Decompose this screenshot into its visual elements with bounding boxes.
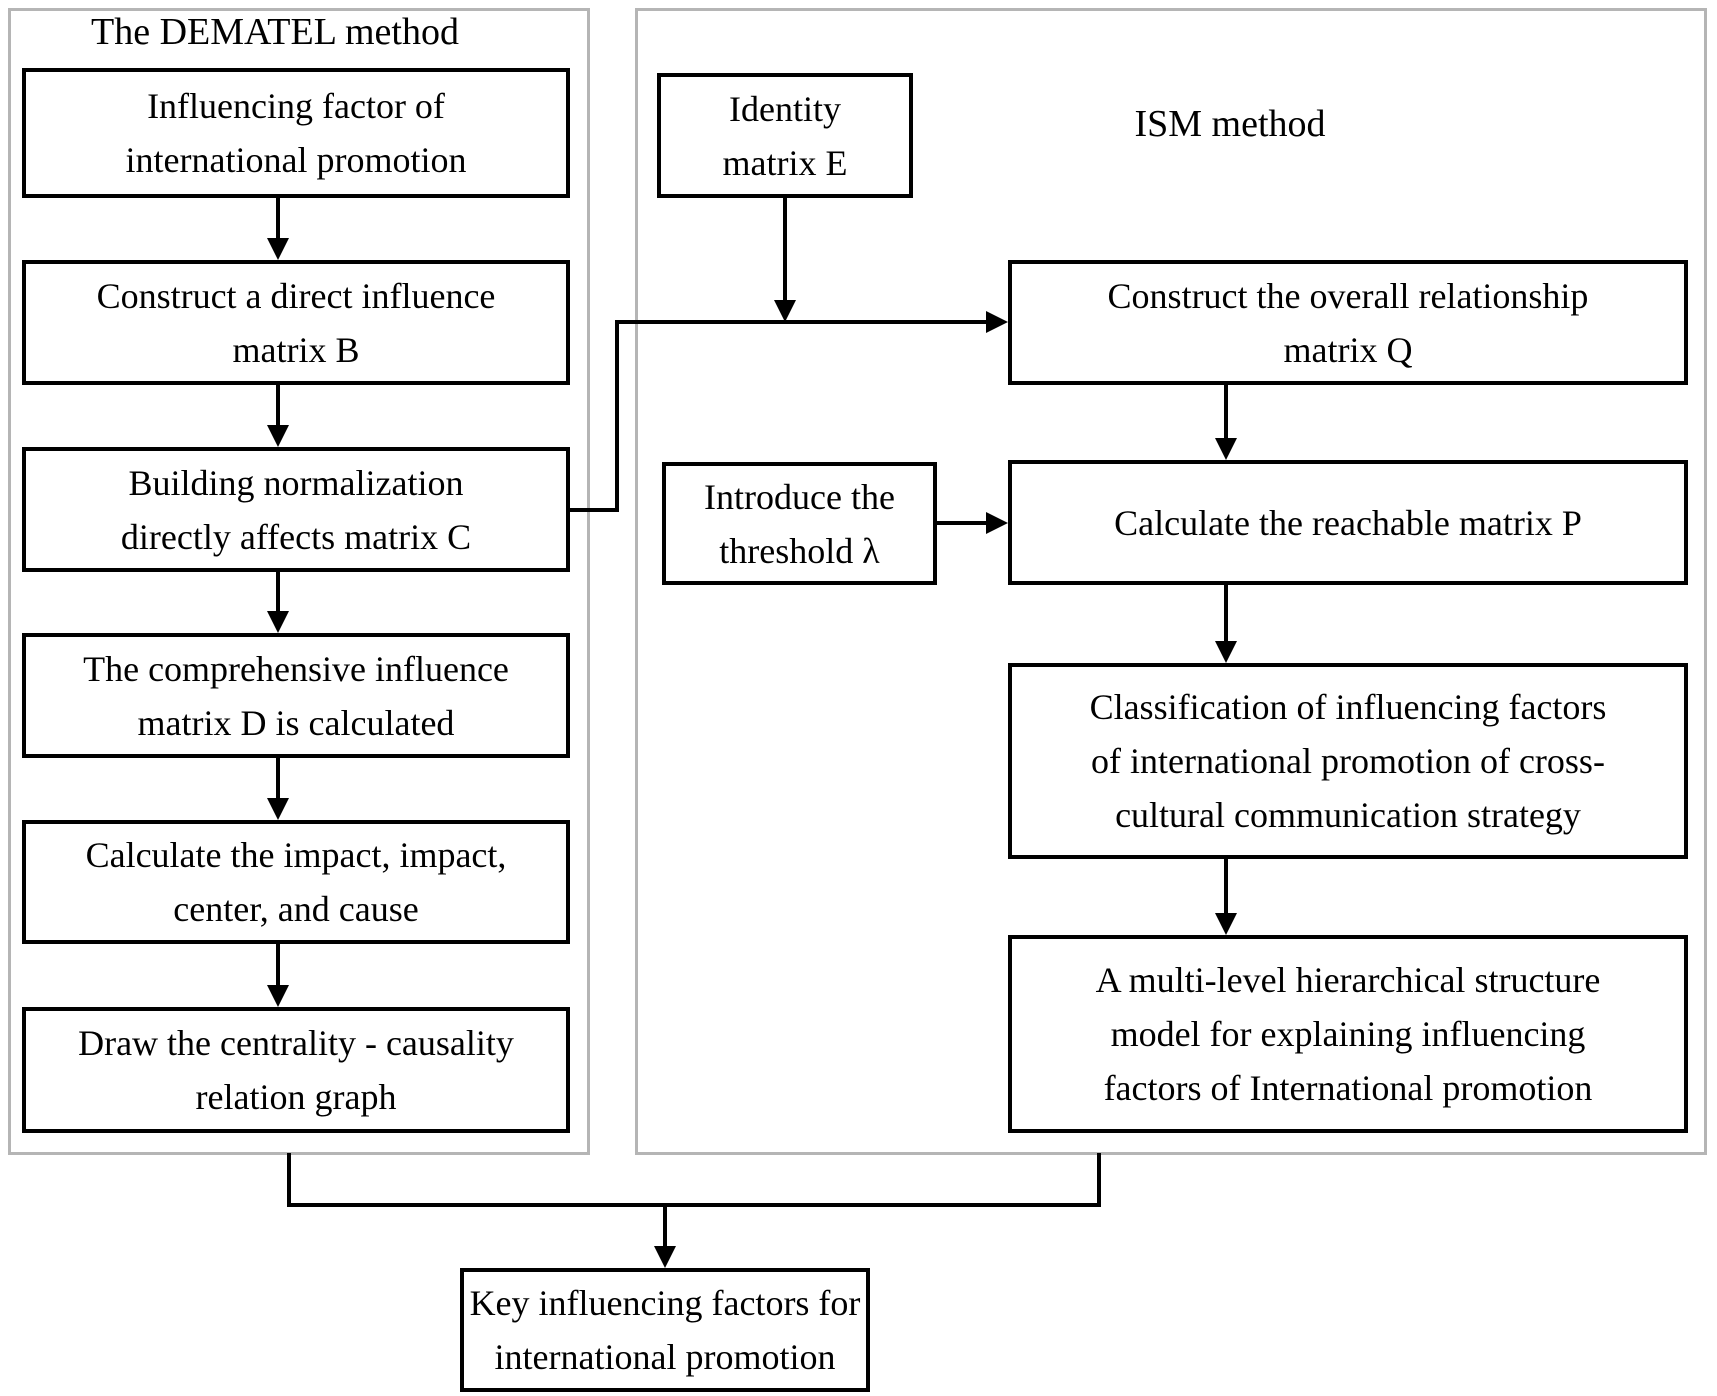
text-line: international promotion [494, 1337, 836, 1377]
box-classification-influencing-factors: Classification of influencing factors of… [1008, 663, 1688, 859]
arrow-right-into-q [615, 311, 1008, 333]
arrow-down-into-key-box [654, 1203, 676, 1268]
text-line: matrix D is calculated [137, 702, 455, 743]
text-line: international promotion [125, 140, 467, 180]
arrow-right-threshold-to-p [935, 512, 1008, 534]
text-line: Calculate the impact, impact, [85, 835, 507, 875]
box-calculate-impact-center-cause: Calculate the impact, impact, center, an… [22, 820, 570, 944]
text-line: Calculate the reachable matrix P [1114, 502, 1582, 543]
text-line: threshold λ [719, 530, 880, 571]
connector-riser [615, 320, 619, 512]
arrow-down-c-to-d [267, 572, 289, 633]
arrow-down-b-to-c [267, 385, 289, 447]
box-centrality-causality-graph: Draw the centrality - causality relation… [22, 1007, 570, 1133]
box-identity-matrix-e: Identity matrix E [657, 73, 913, 198]
text-line: matrix E [722, 142, 848, 183]
text-line: Building normalization [128, 462, 464, 503]
text-line: A multi-level hierarchical structure [1095, 960, 1601, 1000]
text-line: directly affects matrix C [120, 516, 472, 557]
connector-left-drop [287, 1153, 291, 1205]
arrow-down-p-to-classification [1215, 585, 1237, 663]
arrow-down-factor-to-b [267, 198, 289, 260]
ism-title: ISM method [1134, 103, 1326, 145]
text-line: Draw the centrality - causality [78, 1023, 514, 1063]
text-line: Influencing factor of [147, 86, 445, 126]
text-line: Identity [729, 88, 841, 129]
text-line: center, and cause [173, 889, 419, 929]
arrow-down-classification-to-model [1215, 859, 1237, 935]
text-line: relation graph [195, 1077, 397, 1117]
box-overall-relationship-matrix-q: Construct the overall relationship matri… [1008, 260, 1688, 385]
box-normalization-matrix-c: Building normalization directly affects … [22, 447, 570, 572]
text-line: model for explaining influencing [1110, 1014, 1586, 1054]
box-comprehensive-influence-matrix-d: The comprehensive influence matrix D is … [22, 633, 570, 758]
text-line: matrix Q [1283, 329, 1413, 370]
box-reachable-matrix-p: Calculate the reachable matrix P [1008, 460, 1688, 585]
box-introduce-threshold: Introduce the threshold λ [662, 462, 937, 585]
text-line: Construct the overall relationship [1107, 275, 1589, 316]
text-line: Introduce the [704, 476, 895, 517]
box-influencing-factor: Influencing factor of international prom… [22, 68, 570, 198]
dematel-panel [8, 8, 590, 1155]
arrow-down-impact-to-graph [267, 944, 289, 1007]
connector-right-drop [1097, 1153, 1101, 1205]
text-line: cultural communication strategy [1115, 795, 1581, 835]
dematel-title: The DEMATEL method [91, 11, 459, 53]
ism-panel [635, 8, 1707, 1155]
text-line: Key influencing factors for [469, 1283, 861, 1323]
text-line: Construct a direct influence [96, 275, 496, 316]
arrow-down-identity-e [774, 197, 796, 322]
text-line: The comprehensive influence [83, 648, 509, 689]
box-key-influencing-factors: Key influencing factors for internationa… [460, 1268, 870, 1392]
text-line: matrix B [232, 329, 360, 370]
box-direct-influence-matrix-b: Construct a direct influence matrix B [22, 260, 570, 385]
connector-bottom-horizontal [287, 1203, 1101, 1207]
text-line: of international promotion of cross- [1091, 741, 1605, 781]
box-multilevel-hierarchical-model: A multi-level hierarchical structure mod… [1008, 935, 1688, 1133]
arrow-down-q-to-p [1215, 385, 1237, 460]
text-line: Classification of influencing factors [1089, 687, 1607, 727]
connector-c-exit [566, 508, 619, 512]
arrow-down-d-to-impact [267, 758, 289, 820]
text-line: factors of International promotion [1103, 1068, 1593, 1108]
